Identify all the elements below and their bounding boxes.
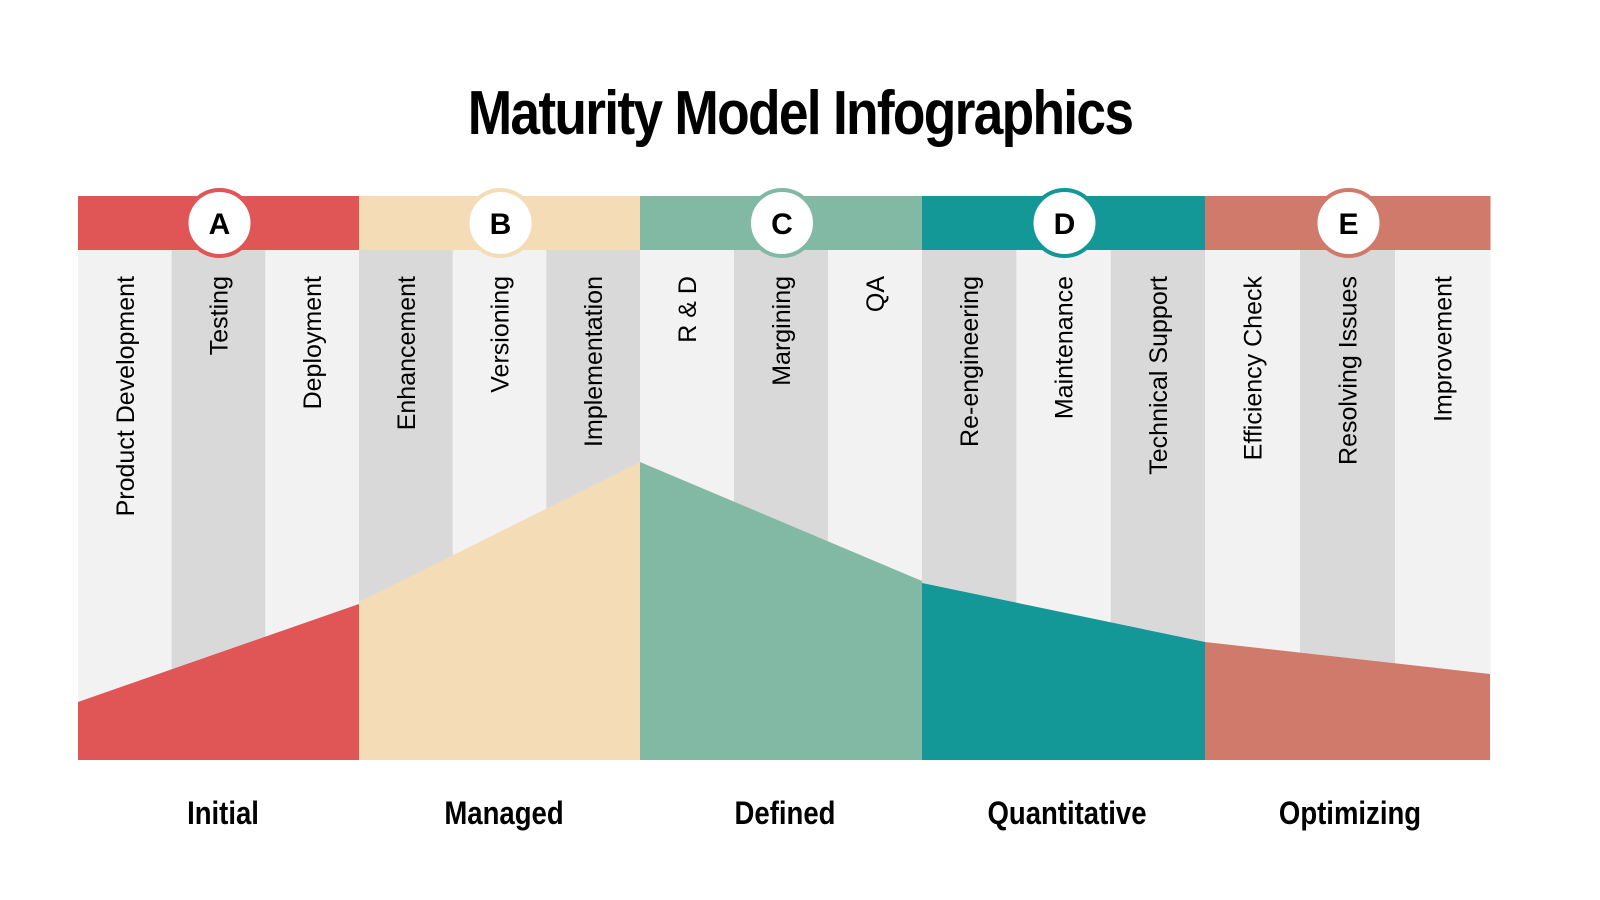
stage-name-managed: Managed bbox=[444, 795, 564, 831]
stage-area-initial bbox=[78, 604, 359, 760]
stage-badge-d bbox=[1029, 188, 1100, 258]
stage-badge-c bbox=[747, 188, 817, 258]
stage-badge-b bbox=[465, 188, 536, 258]
stage-letter-b: B bbox=[490, 208, 512, 241]
stage-letter-e: E bbox=[1338, 208, 1358, 241]
column-label-qa: QA bbox=[862, 276, 890, 312]
column-label-enhancement: Enhancement bbox=[393, 276, 421, 430]
page-title: Maturity Model Infographics bbox=[467, 79, 1134, 148]
column-label-implementation: Implementation bbox=[580, 276, 608, 447]
column-label-efficiency-check: Efficiency Check bbox=[1240, 276, 1268, 461]
stage-name-quantitative: Quantitative bbox=[987, 795, 1147, 831]
stage-letter-c: C bbox=[771, 208, 793, 241]
column-label-margining: Margining bbox=[768, 276, 796, 386]
column-label-r-d: R & D bbox=[674, 276, 702, 343]
stage-name-optimizing: Optimizing bbox=[1278, 795, 1422, 831]
column-label-product-development: Product Development bbox=[112, 276, 140, 516]
column-label-versioning: Versioning bbox=[487, 276, 515, 393]
stage-badge-a bbox=[184, 188, 255, 258]
column-label-resolving-issues: Resolving Issues bbox=[1335, 276, 1363, 465]
column-label-re-engineering: Re-engineering bbox=[956, 276, 984, 447]
stage-badge-e bbox=[1313, 188, 1384, 258]
stage-area-quantitative bbox=[922, 583, 1205, 760]
column-label-technical-support: Technical Support bbox=[1145, 276, 1173, 475]
column-label-testing: Testing bbox=[206, 276, 234, 355]
column-label-deployment: Deployment bbox=[299, 276, 327, 409]
stage-area-optimizing bbox=[1205, 642, 1490, 760]
stage-area-managed bbox=[359, 462, 640, 760]
stage-name-initial: Initial bbox=[187, 795, 259, 831]
column-label-maintenance: Maintenance bbox=[1051, 276, 1079, 419]
column-label-improvement: Improvement bbox=[1430, 276, 1458, 422]
stage-letter-d: D bbox=[1054, 208, 1076, 241]
stage-name-defined: Defined bbox=[734, 795, 836, 831]
stage-area-defined bbox=[640, 462, 922, 760]
stage-letter-a: A bbox=[209, 208, 231, 241]
